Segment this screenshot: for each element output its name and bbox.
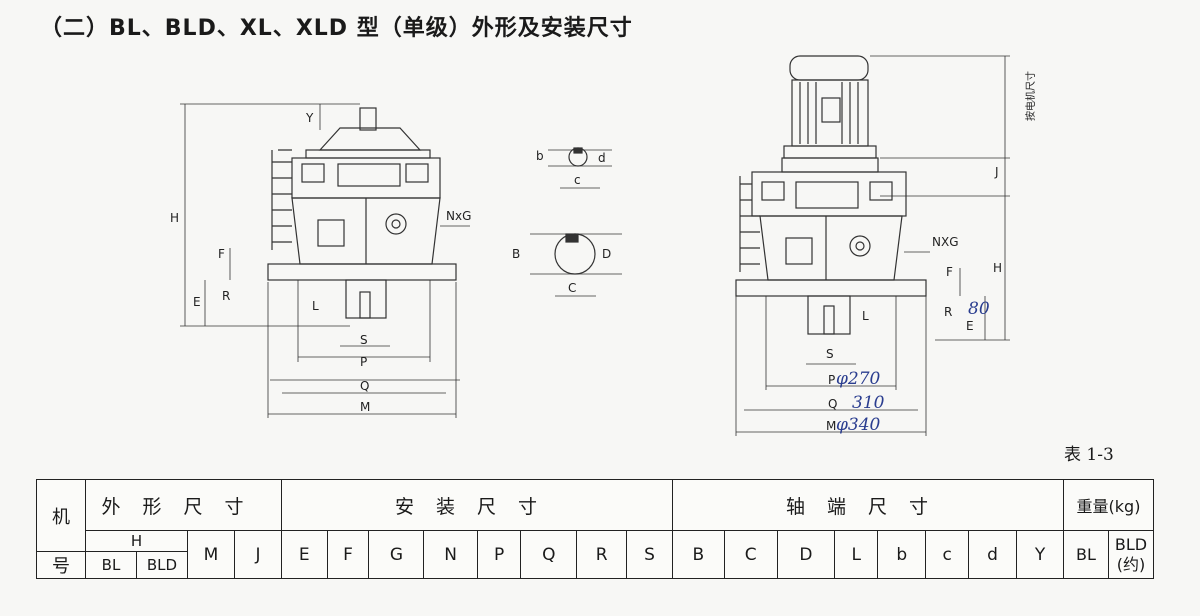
group-weight: 重量(kg)	[1063, 479, 1154, 531]
install-col: R	[576, 530, 628, 579]
dim-Q-right: Q	[828, 397, 837, 411]
dim-d: d	[598, 151, 606, 165]
weight-bl: BL	[1063, 530, 1109, 579]
dim-P-right: P	[828, 373, 835, 387]
dim-R-left: R	[222, 289, 230, 303]
handwritten-M: φ340	[836, 415, 881, 435]
dim-NG-left: NxG	[446, 209, 471, 223]
shaft-col: c	[925, 530, 969, 579]
dim-E-left: E	[193, 295, 201, 309]
page-title: （二）BL、BLD、XL、XLD 型（单级）外形及安装尺寸	[40, 16, 633, 41]
install-col: E	[281, 530, 328, 579]
dim-E-right: E	[966, 319, 974, 333]
dim-M-left: M	[360, 400, 370, 414]
col-machine-top: 机	[36, 479, 86, 552]
col-J: J	[234, 530, 282, 579]
dim-M-right: M	[826, 419, 836, 433]
reducer-drawing-right	[735, 55, 1010, 436]
install-col: N	[423, 530, 478, 579]
dim-Q-left: Q	[360, 379, 369, 393]
shaft-col: L	[834, 530, 879, 579]
group-shaft: 轴端尺寸	[671, 479, 1065, 531]
dim-R-right: R	[944, 305, 952, 319]
col-M: M	[187, 530, 235, 579]
dim-F-left: F	[218, 247, 225, 261]
handwritten-E: 80	[968, 299, 990, 319]
dim-S-left: S	[360, 333, 368, 347]
col-machine-bottom: 号	[36, 551, 86, 579]
shaft-col: B	[671, 530, 725, 579]
dim-Y-left: Y	[305, 111, 314, 125]
dim-c: c	[574, 173, 581, 187]
shaft-col: Y	[1016, 530, 1064, 579]
technical-drawings: H E R F L S P Q M Y NxG b c d B C D 按电机尺…	[170, 55, 1037, 436]
shaft-col: b	[877, 530, 927, 579]
dim-P-left: P	[360, 355, 367, 369]
h-label: H	[85, 530, 188, 552]
dim-C: C	[568, 281, 576, 295]
dim-H-right: H	[993, 261, 1002, 275]
reducer-drawing-left	[180, 103, 470, 418]
h-bld: BLD	[136, 551, 188, 579]
dim-L-right: L	[862, 309, 869, 323]
shaft-col: d	[967, 530, 1018, 579]
install-col: Q	[520, 530, 578, 579]
shaft-section-large	[530, 233, 622, 297]
install-col: P	[476, 530, 522, 579]
shaft-section-small	[548, 147, 612, 189]
dim-H-left: H	[170, 211, 179, 225]
group-outline: 外形尺寸	[85, 479, 282, 531]
dim-S-right: S	[826, 347, 834, 361]
weight-bld: BLD (约)	[1108, 530, 1154, 579]
dim-L-left: L	[312, 299, 319, 313]
dim-b: b	[536, 149, 544, 163]
install-col: F	[326, 530, 370, 579]
handwritten-P: φ270	[836, 369, 881, 389]
handwritten-Q: 310	[852, 393, 885, 413]
shaft-col: C	[723, 530, 778, 579]
shaft-col: D	[776, 530, 836, 579]
dim-B: B	[512, 247, 520, 261]
group-install: 安装尺寸	[281, 479, 673, 531]
table-number: 表 1-3	[1064, 445, 1114, 465]
dimension-table: 机 外形尺寸 安装尺寸 轴端尺寸 重量(kg) H M J E F G N P …	[36, 479, 1154, 579]
dim-F-right: F	[946, 265, 953, 279]
dim-NG-right: NXG	[932, 235, 959, 249]
dim-D: D	[602, 247, 611, 261]
dim-motor: 按电机尺寸	[1024, 71, 1037, 121]
h-bl: BL	[85, 551, 137, 579]
dim-J: J	[994, 165, 999, 179]
install-col: S	[626, 530, 673, 579]
install-col: G	[368, 530, 425, 579]
